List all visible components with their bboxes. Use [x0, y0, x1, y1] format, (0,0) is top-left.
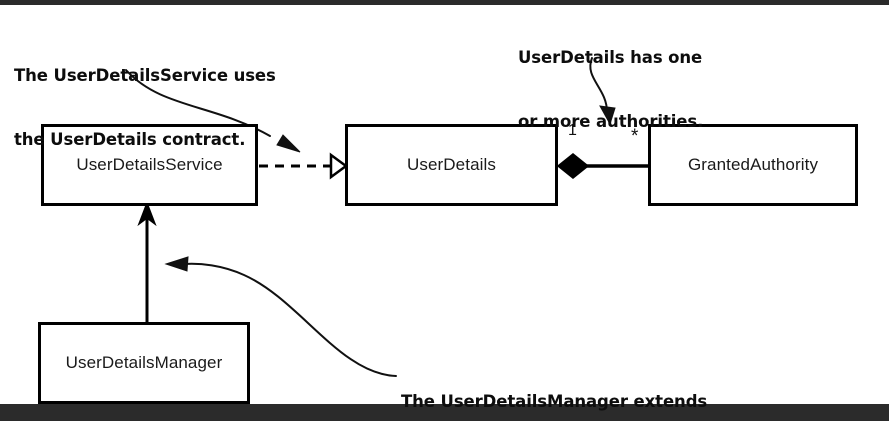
class-name-granted-authority: GrantedAuthority: [687, 155, 819, 174]
multiplicity-one: 1: [568, 122, 577, 139]
class-name-user-details: UserDetails: [407, 155, 496, 174]
callout-details-authorities: UserDetails has one or more authorities.: [518, 4, 703, 176]
generalization-manager-to-service: [137, 200, 157, 322]
callout-manager-extends-service: The UserDetailsManager extends the UserD…: [401, 348, 707, 421]
class-box-granted-authority[interactable]: GrantedAuthority: [648, 124, 858, 206]
callout-arrowhead-3-icon: [164, 256, 189, 272]
top-border-bar: [0, 0, 889, 5]
callout-arrowhead-1-icon: [276, 134, 301, 153]
callout-2-line-2: or more authorities.: [518, 112, 704, 132]
hollow-triangle-arrowhead-icon: [329, 152, 349, 180]
multiplicity-many: *: [631, 126, 639, 147]
callout-1-line-2: the UserDetails contract.: [14, 130, 246, 150]
callout-service-uses-details: The UserDetailsService uses the UserDeta…: [14, 22, 276, 194]
callout-3-line-1: The UserDetailsManager extends: [401, 391, 708, 411]
filled-arrowhead-icon: [137, 200, 157, 227]
class-name-user-details-service: UserDetailsService: [76, 155, 223, 174]
class-box-user-details[interactable]: UserDetails: [345, 124, 558, 206]
callout-2-line-1: UserDetails has one: [518, 47, 703, 67]
bottom-border-bar: [0, 404, 889, 421]
class-box-user-details-manager[interactable]: UserDetailsManager: [38, 322, 250, 404]
class-box-user-details-service[interactable]: UserDetailsService: [41, 124, 258, 206]
callout-1-line-1: The UserDetailsService uses: [14, 65, 276, 85]
class-name-user-details-manager: UserDetailsManager: [65, 353, 223, 372]
